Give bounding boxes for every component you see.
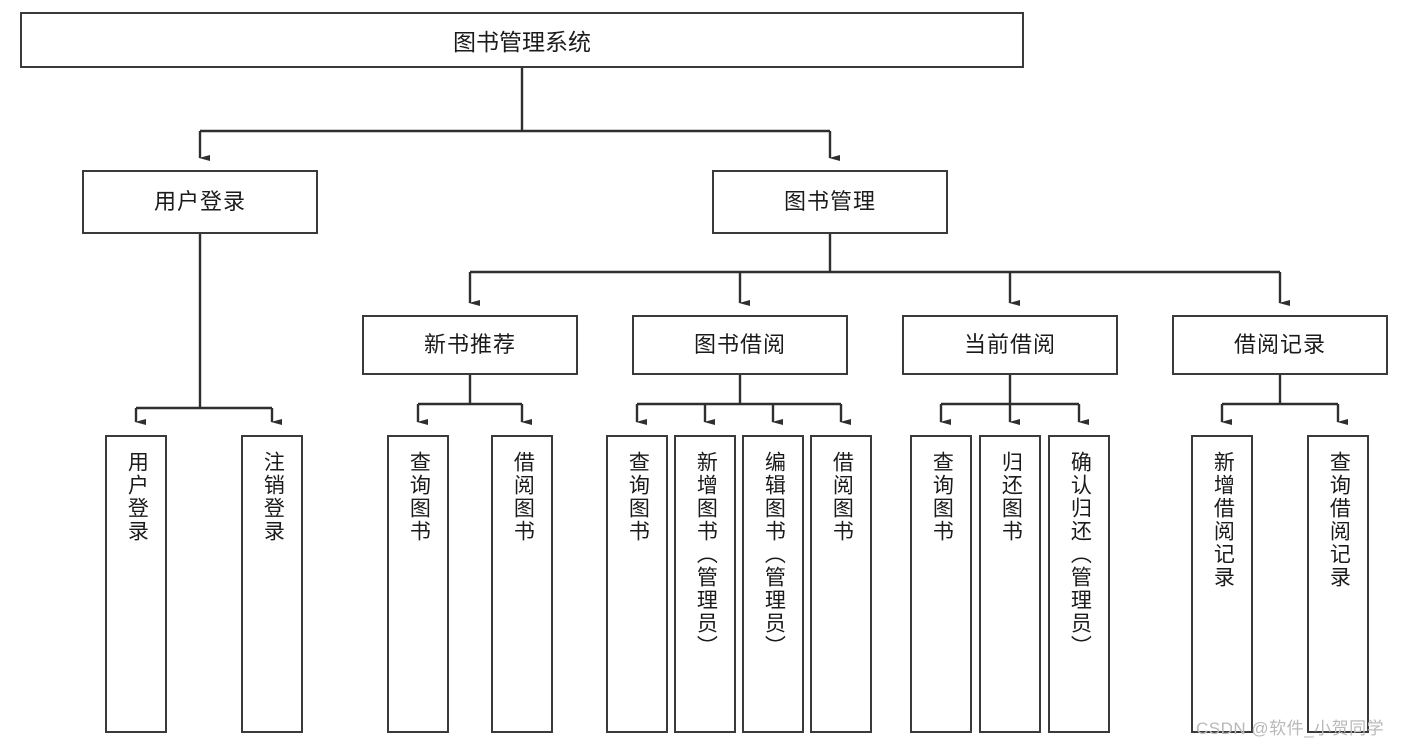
node-label: 当前借阅 [963, 331, 1056, 357]
node-label: 借阅图书 [830, 451, 854, 543]
leaf-current-confirm-return[interactable]: 确认归还（管理员） [1048, 435, 1110, 733]
node-label: 查询借阅记录 [1327, 451, 1351, 589]
node-book-borrow[interactable]: 图书借阅 [632, 315, 848, 375]
node-book-management[interactable]: 图书管理 [712, 170, 948, 234]
node-label: 查询图书 [407, 451, 431, 543]
node-label: 新增借阅记录 [1211, 451, 1235, 589]
node-label: 新增图书（管理员） [694, 451, 718, 658]
node-borrow-record[interactable]: 借阅记录 [1172, 315, 1388, 375]
node-label: 查询图书 [626, 451, 650, 543]
watermark-label: CSDN @软件_小贺同学 [1196, 719, 1385, 738]
node-label: 借阅图书 [511, 451, 535, 543]
node-root-system[interactable]: 图书管理系统 [20, 12, 1024, 68]
leaf-record-query[interactable]: 查询借阅记录 [1307, 435, 1369, 733]
leaf-current-return-book[interactable]: 归还图书 [979, 435, 1041, 733]
node-label: 编辑图书（管理员） [762, 451, 786, 658]
node-label: 用户登录 [125, 451, 149, 543]
node-label: 新书推荐 [423, 331, 516, 357]
node-label: 确认归还（管理员） [1068, 451, 1092, 658]
node-label: 图书管理 [783, 188, 876, 214]
node-label: 用户登录 [153, 188, 246, 214]
node-new-book-recommend[interactable]: 新书推荐 [362, 315, 578, 375]
leaf-borrow-borrow-book[interactable]: 借阅图书 [810, 435, 872, 733]
leaf-borrow-add-book[interactable]: 新增图书（管理员） [674, 435, 736, 733]
node-label: 图书借阅 [693, 331, 786, 357]
leaf-user-login-logout[interactable]: 注销登录 [241, 435, 303, 733]
leaf-current-query-book[interactable]: 查询图书 [910, 435, 972, 733]
node-label: 查询图书 [930, 451, 954, 543]
leaf-borrow-edit-book[interactable]: 编辑图书（管理员） [742, 435, 804, 733]
node-label: 注销登录 [261, 451, 285, 543]
leaf-borrow-query-book[interactable]: 查询图书 [606, 435, 668, 733]
node-label: 归还图书 [999, 451, 1023, 543]
leaf-new-book-borrow[interactable]: 借阅图书 [491, 435, 553, 733]
node-label: 图书管理系统 [453, 29, 591, 55]
node-user-login[interactable]: 用户登录 [82, 170, 318, 234]
leaf-record-add[interactable]: 新增借阅记录 [1191, 435, 1253, 733]
node-label: 借阅记录 [1233, 331, 1326, 357]
leaf-new-book-query[interactable]: 查询图书 [387, 435, 449, 733]
node-current-borrow[interactable]: 当前借阅 [902, 315, 1118, 375]
leaf-user-login-login[interactable]: 用户登录 [105, 435, 167, 733]
